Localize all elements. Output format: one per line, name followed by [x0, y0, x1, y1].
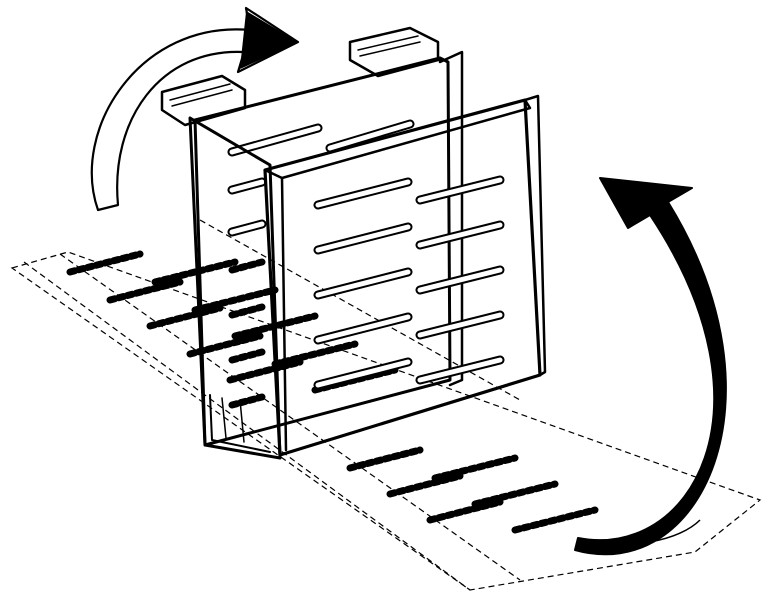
- channel-side-left: [188, 116, 282, 460]
- fold-arrow-right-tail: [577, 519, 701, 545]
- front-wall-inner-edge: [280, 176, 288, 452]
- slot: [228, 303, 266, 319]
- fold-arrow-right: [574, 177, 727, 556]
- slot: [228, 258, 266, 274]
- channel-base: [188, 116, 282, 460]
- slot-inner: [315, 314, 411, 343]
- slot: [226, 358, 304, 384]
- slot: [228, 348, 266, 364]
- tab-left: [160, 74, 247, 127]
- tab-right: [348, 26, 440, 78]
- channel-floor-edge: [209, 394, 271, 453]
- slot-inner: [417, 312, 503, 338]
- slot-inner: [229, 179, 265, 193]
- slot-inner: [417, 222, 503, 248]
- tab-right-rib: [359, 41, 421, 57]
- flat-sheet-fold-line: [59, 253, 521, 581]
- slot: [151, 258, 239, 286]
- slot: [271, 340, 359, 368]
- back-wall-slots: [227, 119, 415, 409]
- slot: [146, 304, 224, 330]
- flat-sheet-fold-line: [23, 261, 471, 591]
- slot-inner: [327, 121, 413, 151]
- slot-inner: [229, 125, 321, 155]
- channel-floor-rib: [221, 397, 227, 439]
- fold-arrow-left-head: [239, 11, 299, 69]
- slot: [426, 498, 504, 524]
- slot: [191, 286, 279, 314]
- tab-right-rib: [357, 35, 419, 51]
- slot: [471, 480, 559, 508]
- back-wall: [160, 26, 464, 447]
- front-wall-right-edge: [523, 94, 547, 377]
- tab-left-rib: [171, 89, 233, 107]
- front-wall-slots: [313, 175, 505, 390]
- flat-sheet-outline: [10, 251, 762, 591]
- slot-inner: [315, 359, 411, 388]
- slot-inner: [417, 357, 503, 383]
- slot: [346, 446, 424, 472]
- slot-inner: [315, 179, 411, 208]
- slot: [228, 393, 266, 409]
- slot-inner: [417, 177, 503, 203]
- tab-left-rib: [169, 83, 231, 101]
- slot-inner: [315, 224, 411, 253]
- slot: [106, 278, 184, 304]
- slot: [511, 506, 599, 534]
- fold-arrow-left: [90, 6, 300, 212]
- slot: [431, 454, 519, 482]
- slot: [386, 472, 464, 498]
- slot-inner: [229, 221, 265, 235]
- slot: [66, 250, 144, 276]
- front-wall: [263, 94, 547, 457]
- channel-floor-rib: [239, 399, 245, 443]
- slot-inner: [315, 269, 411, 298]
- back-wall-edge: [438, 50, 464, 387]
- front-wall-top-edge: [263, 98, 532, 180]
- slot-inner: [417, 267, 503, 293]
